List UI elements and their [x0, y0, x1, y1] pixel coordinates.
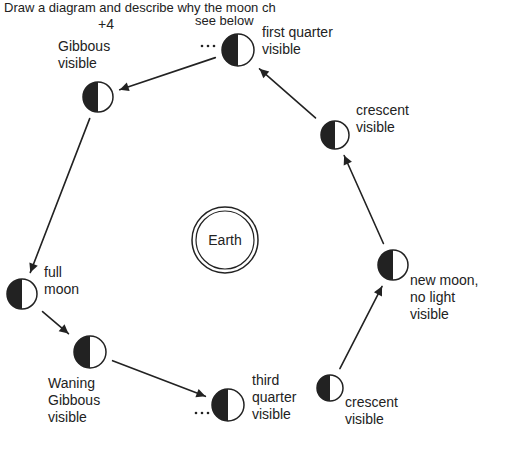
arrow-line — [120, 58, 216, 90]
moon-symbol — [221, 33, 255, 67]
phase-arrow — [29, 119, 89, 273]
moon-node: third quarter visible — [211, 388, 245, 422]
moon-outline — [83, 82, 113, 112]
earth-outline — [192, 207, 258, 273]
arrow-line — [340, 286, 382, 368]
arrow-head — [260, 69, 270, 78]
moon-outline — [321, 121, 349, 149]
phase-arrow — [43, 312, 69, 334]
moon-shadow — [7, 279, 22, 309]
moon-symbol — [6, 278, 38, 310]
moon-outline — [212, 389, 244, 421]
moon-shadow — [222, 34, 238, 66]
note-text: Draw a diagram and describe why the moon… — [4, 0, 276, 15]
planet-label: Earth — [191, 206, 259, 274]
moon-node: first quarter visible — [221, 33, 255, 67]
arrow-head — [59, 324, 69, 333]
moon-shadow — [317, 375, 330, 401]
planet-circle: Earth — [191, 206, 259, 274]
moon-shadow — [321, 121, 335, 149]
moon-node: crescent visible — [316, 374, 344, 402]
phase-arrow — [120, 58, 216, 92]
phase-label: new moon, no light visible — [410, 272, 480, 323]
moon-outline — [317, 375, 343, 401]
phase-label: Waning Gibbous visible — [48, 375, 118, 426]
phase-label: Gibbous visible — [58, 38, 120, 72]
phase-arrow — [344, 155, 384, 243]
note-text: +4 — [98, 16, 114, 32]
arrow-head — [344, 155, 352, 165]
phase-label: third quarter visible — [252, 372, 312, 423]
moon-outline — [378, 250, 408, 280]
moon-shadow — [83, 82, 98, 112]
moon-outline — [74, 336, 106, 368]
phase-label: full moon — [44, 264, 89, 298]
arrow-line — [344, 155, 383, 243]
phase-label: crescent visible — [356, 102, 426, 136]
moon-node: full moon — [6, 278, 38, 310]
moon-symbol — [377, 249, 409, 281]
moon-outline — [7, 279, 37, 309]
moon-symbol — [320, 120, 350, 150]
moon-node: new moon, no light visible — [377, 249, 409, 281]
phase-arrow — [340, 286, 382, 368]
moon-symbol — [211, 388, 245, 422]
phase-label: first quarter visible — [262, 24, 350, 58]
arrow-line — [30, 119, 89, 273]
moon-symbol — [82, 81, 114, 113]
arrow-head — [29, 262, 37, 272]
moon-shadow — [378, 250, 393, 280]
arrow-head — [195, 389, 205, 397]
moon-node: Gibbous visible — [82, 81, 114, 113]
moon-node: Waning Gibbous visible — [73, 335, 107, 369]
moon-shadow — [212, 389, 228, 421]
phase-label: crescent visible — [345, 394, 415, 428]
arrow-head — [120, 83, 130, 92]
moon-symbol — [316, 374, 344, 402]
moon-shadow — [74, 336, 90, 368]
moon-outline — [222, 34, 254, 66]
arrow-line — [43, 312, 69, 334]
phase-arrow — [260, 69, 316, 118]
arrow-line — [260, 69, 316, 118]
note-text: see below — [195, 13, 254, 28]
phase-arrow — [113, 361, 206, 398]
arrow-line — [113, 361, 206, 397]
moon-node: crescent visible — [320, 120, 350, 150]
arrow-head — [374, 286, 382, 296]
moon-symbol — [73, 335, 107, 369]
